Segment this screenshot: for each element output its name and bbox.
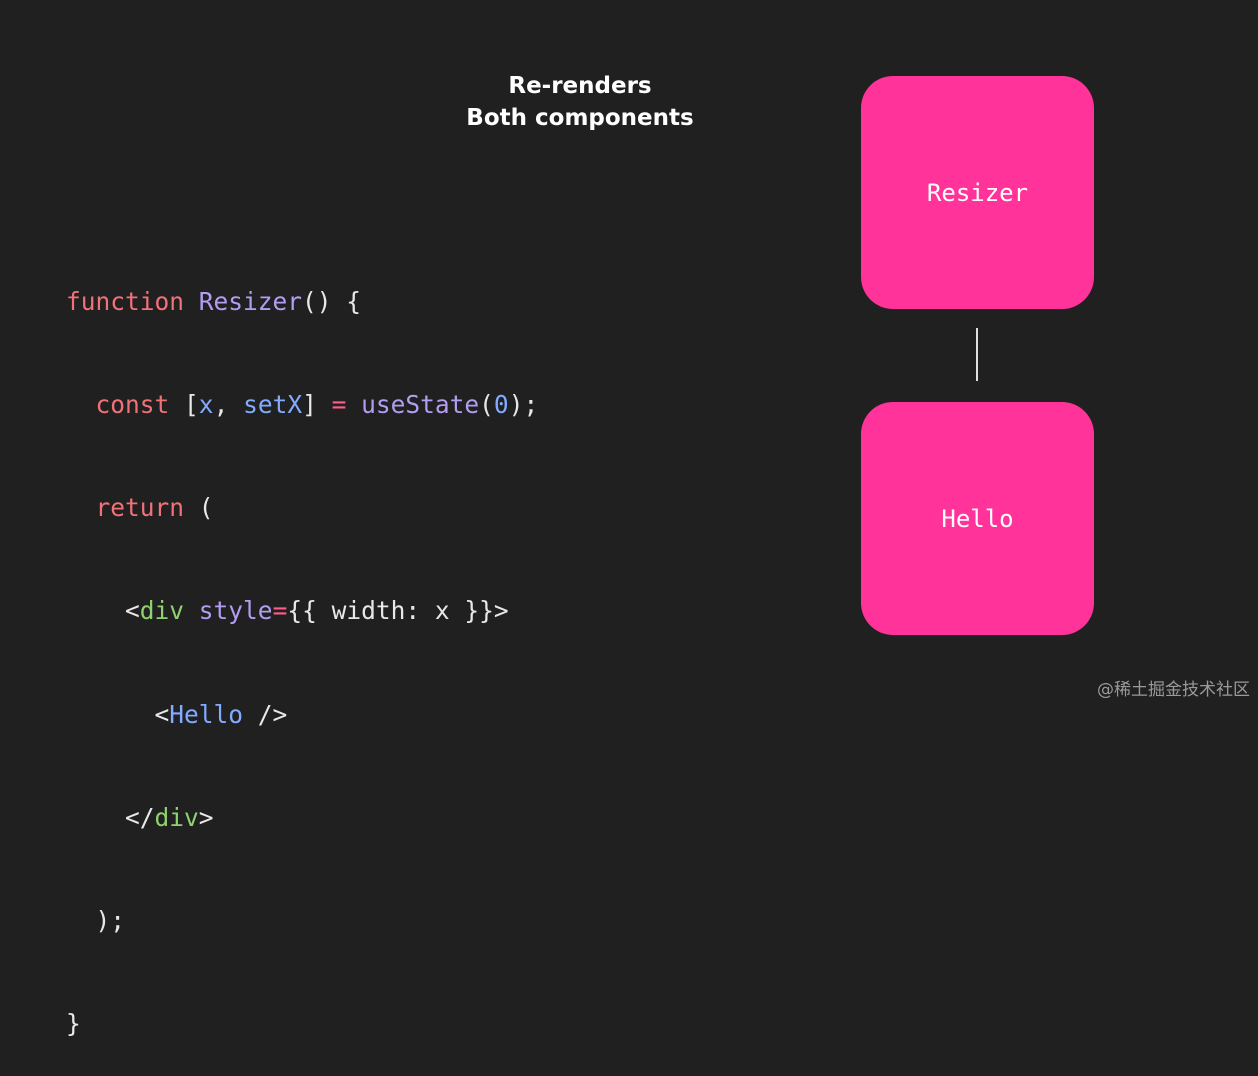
- code-token: () {: [302, 286, 362, 316]
- variable-x: x: [198, 390, 214, 420]
- code-token: (: [184, 493, 214, 523]
- code-token: />: [243, 699, 288, 729]
- tree-connector: [976, 328, 978, 381]
- caption-line-1: Re-renders: [508, 73, 652, 99]
- code-token: </: [66, 802, 155, 832]
- code-line-7: );: [66, 904, 538, 938]
- keyword-function: function: [66, 286, 185, 316]
- function-usestate: useState: [361, 390, 480, 420]
- function-name: Resizer: [198, 286, 303, 316]
- code-token: [346, 390, 361, 419]
- code-token: [184, 287, 199, 316]
- code-line-4: <div style={{ width: x }}>: [66, 594, 538, 628]
- code-token: >: [198, 802, 214, 832]
- caption: Re-renders Both components: [420, 70, 740, 134]
- code-token: <: [66, 596, 140, 626]
- keyword-const: const: [95, 390, 170, 420]
- code-line-5: <Hello />: [66, 698, 538, 732]
- code-line-6: </div>: [66, 801, 538, 835]
- tag-div: div: [139, 596, 185, 626]
- code-token: {{ width: x }}>: [287, 596, 509, 626]
- code-token: (: [479, 390, 494, 420]
- code-indent: [66, 493, 96, 522]
- watermark: @稀土掘金技术社区: [1097, 680, 1250, 700]
- code-line-3: return (: [66, 491, 538, 525]
- code-token: ,: [213, 390, 244, 420]
- code-token: <: [66, 699, 170, 729]
- attribute-style: style: [198, 596, 273, 626]
- tag-div: div: [154, 802, 199, 832]
- code-indent: [66, 390, 96, 419]
- code-token: [184, 596, 199, 625]
- resizer-node: Resizer: [861, 76, 1094, 309]
- code-line-1: function Resizer() {: [66, 285, 538, 319]
- hello-node-label: Hello: [941, 504, 1014, 533]
- operator-equals: =: [331, 390, 347, 420]
- hello-node: Hello: [861, 402, 1094, 635]
- resizer-node-label: Resizer: [926, 178, 1029, 207]
- code-token: );: [508, 390, 539, 420]
- number-literal: 0: [493, 390, 509, 420]
- keyword-return: return: [95, 493, 185, 523]
- variable-setx: setX: [243, 390, 303, 420]
- code-token: }: [66, 1009, 81, 1039]
- code-line-2: const [x, setX] = useState(0);: [66, 388, 539, 422]
- code-line-8: }: [66, 1007, 538, 1041]
- code-block: function Resizer() { const [x, setX] = u…: [66, 216, 538, 1076]
- code-token: ]: [302, 390, 332, 420]
- code-token: );: [66, 906, 126, 936]
- operator-equals: =: [272, 596, 288, 626]
- component-hello: Hello: [169, 699, 244, 729]
- caption-line-2: Both components: [466, 105, 694, 131]
- code-token: [: [169, 390, 199, 420]
